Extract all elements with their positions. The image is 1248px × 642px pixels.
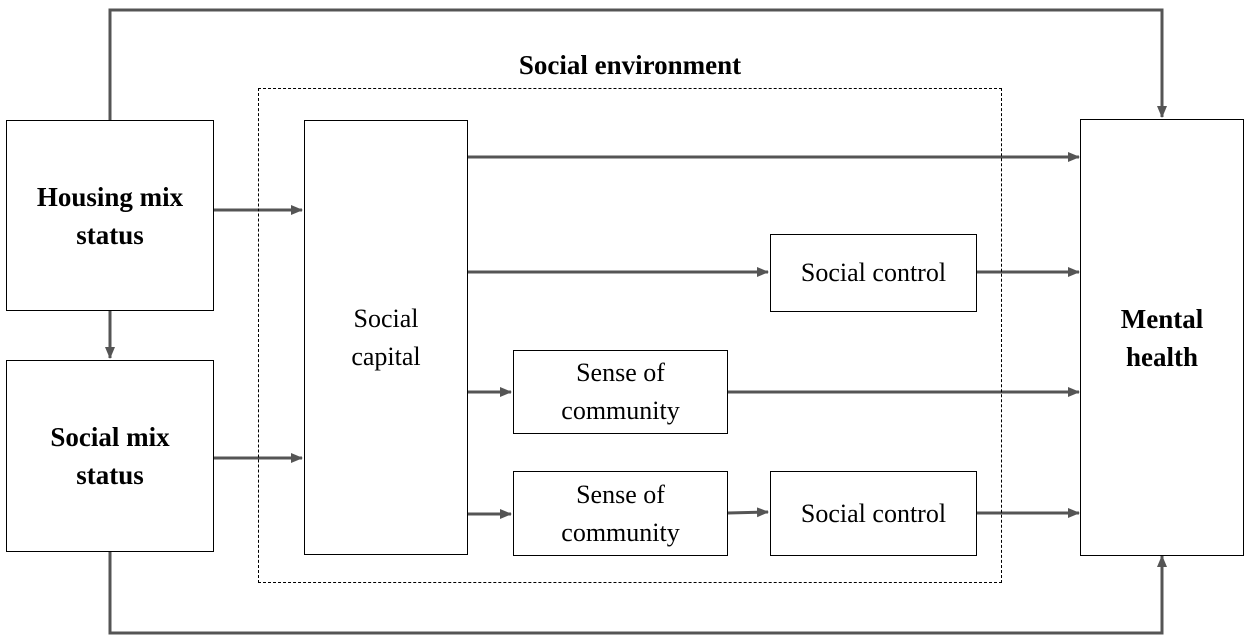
edge-sense-community-2-to-social-control-2	[727, 507, 769, 518]
node-social-capital: Social capital	[304, 120, 468, 555]
node-sense-of-community-1: Sense of community	[513, 350, 728, 434]
node-social-control-1: Social control	[770, 234, 977, 312]
node-label-line: Sense of	[576, 358, 665, 387]
node-label-line: status	[76, 460, 144, 490]
node-label-line: status	[76, 219, 144, 250]
social-environment-title: Social environment	[518, 50, 742, 80]
node-label-line: capital	[351, 341, 421, 371]
node-label-line: Social control	[800, 258, 947, 287]
node-social-control-2: Social control	[770, 471, 977, 556]
node-sense-of-community-2: Sense of community	[513, 471, 728, 556]
node-label-line: Sense of	[576, 479, 665, 509]
social-environment-group	[258, 88, 1002, 583]
node-mental-health: Mental health	[1080, 119, 1244, 556]
node-social-mix-status: Social mix status	[6, 360, 214, 552]
node-label-line: Social mix	[50, 422, 170, 452]
node-label-line: Housing mix	[36, 181, 184, 212]
node-label-line: community	[561, 396, 680, 425]
edge-housing-to-mental-health	[108, 8, 1167, 120]
node-label-line: Mental	[1120, 303, 1204, 334]
node-label-line: Social	[353, 303, 419, 333]
node-housing-mix-status: Housing mix status	[6, 120, 214, 311]
node-label-line: Social control	[800, 498, 947, 528]
node-label-line: community	[561, 517, 680, 547]
node-label-line: health	[1125, 341, 1198, 372]
edge-social-mix-to-mental-health	[108, 552, 1167, 635]
